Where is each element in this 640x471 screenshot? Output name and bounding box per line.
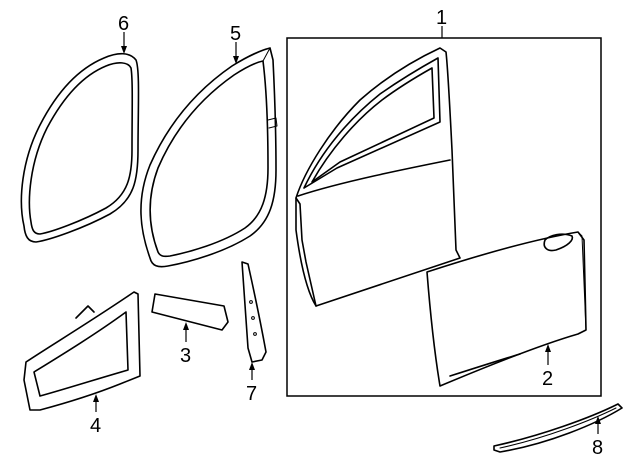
part-1-door-shell[interactable] — [295, 47, 461, 307]
callout-2: 2 — [542, 368, 553, 390]
part-7-seal-strip[interactable] — [241, 261, 267, 363]
callout-7: 7 — [246, 383, 257, 405]
part-4-window-trim[interactable] — [23, 291, 141, 411]
part-8-belt-molding[interactable] — [493, 403, 623, 453]
callout-3: 3 — [180, 345, 191, 367]
callout-1: 1 — [436, 7, 447, 29]
callout-4: 4 — [90, 415, 101, 437]
part-6-weatherstrip[interactable] — [20, 52, 140, 243]
callout-8: 8 — [592, 437, 603, 459]
part-3-trim-pad[interactable] — [151, 293, 229, 331]
part-2-outer-panel[interactable] — [426, 231, 587, 387]
door-assembly-frame — [286, 37, 602, 397]
callout-5: 5 — [230, 23, 241, 45]
callout-leaders — [93, 26, 601, 434]
part-5-opening-seal[interactable] — [140, 47, 278, 268]
callout-6: 6 — [118, 13, 129, 35]
